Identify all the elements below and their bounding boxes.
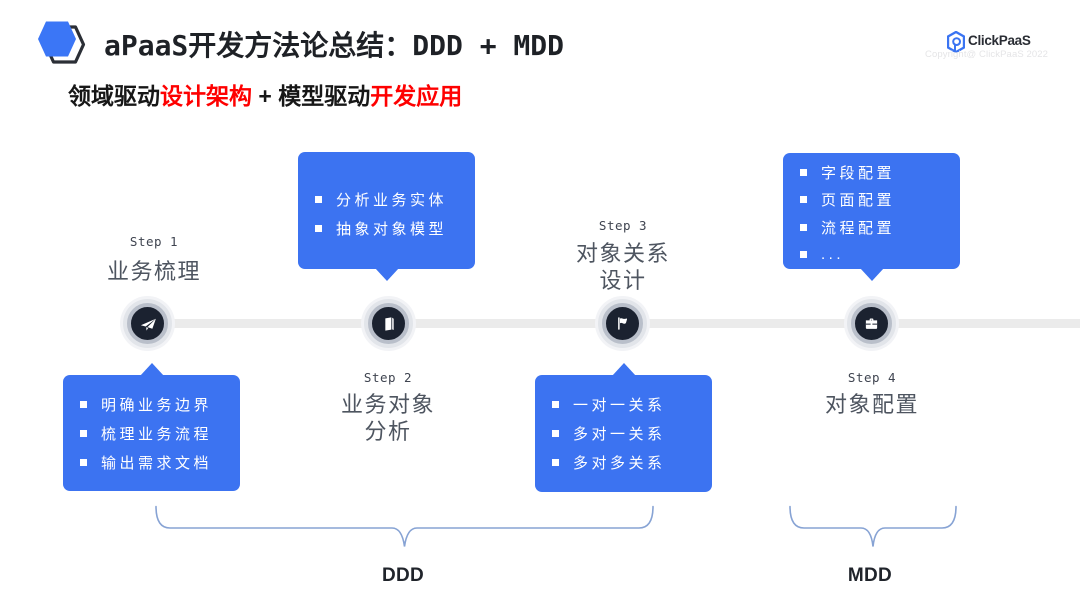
mdd-label: MDD — [847, 565, 893, 586]
step2-title: 业务对象 分析 — [340, 392, 435, 444]
brand-name: ClickPaaS — [968, 33, 1031, 48]
paper-plane-icon — [140, 318, 156, 331]
list-item: 字段配置 — [783, 159, 960, 187]
callout-pointer-down — [859, 268, 884, 281]
step2-callout: 分析业务实体 抽象对象模型 — [298, 152, 475, 281]
book-icon — [384, 316, 394, 331]
clickpaas-logo-icon — [947, 31, 965, 53]
list-item: 多对一关系 — [535, 419, 712, 448]
timeline-node-step3 — [602, 303, 643, 344]
copyright-text: Copyright@ ClickPaaS 2022 — [925, 48, 1049, 60]
square-bullet-icon — [552, 430, 559, 437]
square-bullet-icon — [315, 195, 322, 203]
square-bullet-icon — [80, 458, 87, 466]
step4-callout: 字段配置 页面配置 流程配置 ... — [783, 153, 960, 281]
callout-pointer-down — [374, 268, 399, 281]
brand-logo: ClickPaaS — [947, 30, 1077, 64]
list-item: 输出需求文档 — [63, 448, 240, 477]
square-bullet-icon — [315, 224, 322, 232]
ddd-brace — [155, 505, 654, 547]
step3-callout: 一对一关系 多对一关系 多对多关系 — [535, 363, 712, 492]
subtitle-part-emphasis: 开发应用 — [370, 83, 463, 109]
ddd-label: DDD — [381, 565, 425, 586]
step3-text: Step 3 对象关系 设计 — [513, 218, 733, 294]
page-title: aPaaS开发方法论总结：DDD + MDD — [104, 29, 565, 62]
briefcase-icon — [865, 318, 878, 329]
square-bullet-icon — [800, 223, 807, 231]
title-hexagon-icon — [38, 21, 86, 64]
subtitle-part-emphasis: 设计架构 — [160, 83, 252, 109]
timeline-node-step4 — [851, 303, 892, 344]
step2-text: Step 2 业务对象 分析 — [278, 370, 498, 445]
square-bullet-icon — [552, 459, 559, 466]
step3-label: Step 3 — [598, 218, 648, 233]
square-bullet-icon — [800, 251, 807, 259]
square-bullet-icon — [800, 168, 807, 176]
subtitle-part: 领域驱动 — [68, 83, 160, 109]
mdd-brace — [789, 505, 957, 547]
callout-pointer-up — [611, 363, 636, 376]
list-item: 抽象对象模型 — [298, 214, 475, 243]
step3-title: 对象关系 设计 — [575, 241, 670, 293]
list-item: 多对多关系 — [535, 448, 712, 477]
step4-title: 对象配置 — [824, 392, 919, 417]
list-item: 明确业务边界 — [63, 390, 240, 419]
step1-callout: 明确业务边界 梳理业务流程 输出需求文档 — [63, 363, 240, 491]
list-item: 一对一关系 — [535, 390, 712, 419]
callout-pointer-up — [139, 363, 164, 376]
list-item: 梳理业务流程 — [63, 419, 240, 448]
square-bullet-icon — [80, 400, 87, 408]
subtitle: 领域驱动设计架构 + 模型驱动开发应用 — [68, 84, 462, 109]
square-bullet-icon — [800, 196, 807, 204]
square-bullet-icon — [552, 401, 559, 408]
list-item: 页面配置 — [783, 186, 960, 214]
square-bullet-icon — [80, 429, 87, 437]
step4-text: Step 4 对象配置 — [762, 370, 982, 418]
timeline-node-step1 — [127, 303, 168, 344]
list-item: 流程配置 — [783, 214, 960, 242]
step4-label: Step 4 — [847, 370, 897, 385]
step1-label: Step 1 — [129, 234, 179, 249]
subtitle-part: + 模型驱动 — [252, 83, 371, 109]
list-item: ... — [783, 241, 960, 269]
list-item: 分析业务实体 — [298, 185, 475, 214]
step2-label: Step 2 — [363, 370, 413, 385]
step1-text: Step 1 业务梳理 — [44, 234, 264, 285]
step1-title: 业务梳理 — [106, 259, 201, 284]
flag-icon — [618, 317, 628, 330]
timeline-node-step2 — [368, 303, 409, 344]
